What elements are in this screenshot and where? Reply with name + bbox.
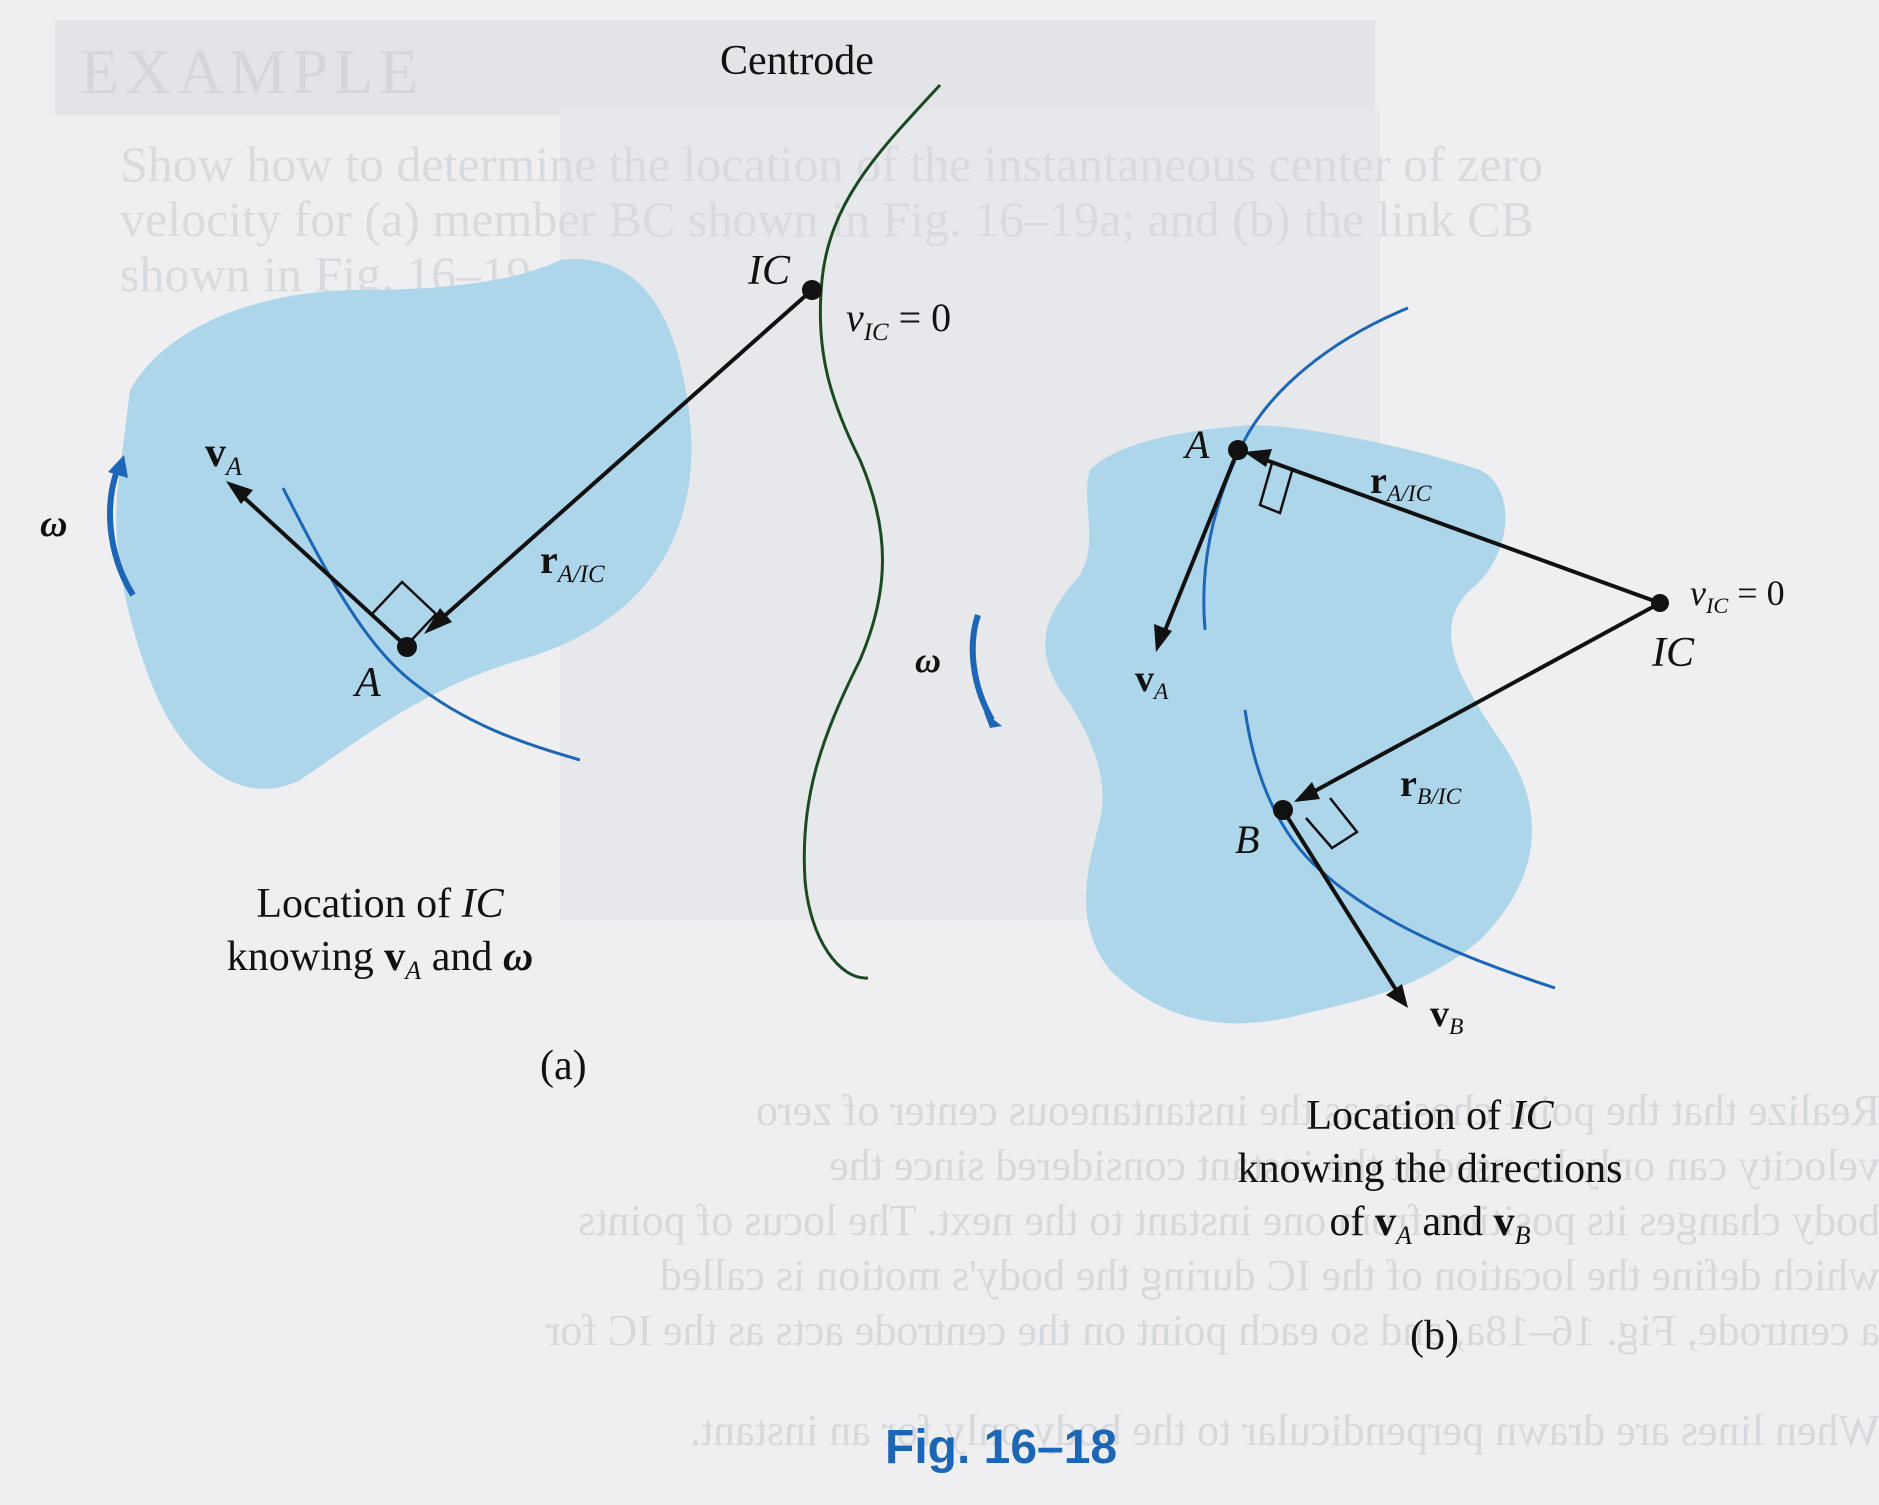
caption-b-line3: of vA and vB bbox=[1170, 1196, 1690, 1253]
caption-a-ic: IC bbox=[461, 881, 504, 927]
point-a-label-b: A bbox=[1185, 422, 1210, 467]
caption-b-v1-sub: A bbox=[1396, 1221, 1412, 1251]
v-ic-subscript: IC bbox=[863, 318, 889, 346]
v-ic-symbol: v bbox=[846, 295, 864, 340]
ghost-text-line: velocity for (a) member BC shown in Fig.… bbox=[120, 191, 1534, 247]
rigid-body-a bbox=[116, 259, 692, 789]
caption-b: Location of IC knowing the directions of… bbox=[1170, 1090, 1690, 1253]
centrode-label: Centrode bbox=[720, 38, 874, 84]
part-a-tag: (a) bbox=[540, 1043, 587, 1089]
v-b-label-b: vB bbox=[1430, 993, 1463, 1039]
caption-a-v: v bbox=[384, 934, 406, 980]
right-angle-a bbox=[371, 580, 438, 647]
v-ic-symbol-b: v bbox=[1690, 573, 1706, 613]
caption-b-text: Location of bbox=[1306, 1093, 1512, 1139]
v-a-arrowhead-b bbox=[1154, 624, 1172, 652]
point-a-dot-b bbox=[1228, 440, 1248, 460]
r-a-ic-line-b bbox=[1251, 453, 1661, 605]
point-a-dot-a bbox=[397, 637, 417, 657]
r-symbol-b2: r bbox=[1400, 763, 1417, 805]
r-a-ic-label-b: rA/IC bbox=[1370, 460, 1431, 506]
r-a-ic-subscript: A/IC bbox=[557, 560, 605, 588]
v-a-line-b bbox=[1160, 449, 1240, 639]
caption-b-line1: Location of IC bbox=[1170, 1090, 1690, 1143]
v-b-line-b bbox=[1281, 808, 1400, 995]
caption-b-of: of bbox=[1329, 1199, 1376, 1245]
caption-b-and: and bbox=[1411, 1199, 1494, 1245]
omega-arrow-a-head bbox=[108, 455, 128, 478]
caption-b-line2: knowing the directions bbox=[1237, 1146, 1623, 1192]
r-a-ic-subscript-b: A/IC bbox=[1386, 481, 1432, 508]
caption-b-v2-sub: B bbox=[1514, 1221, 1531, 1251]
v-a-subscript-b: A bbox=[1154, 679, 1169, 706]
v-a-line-a bbox=[236, 490, 409, 649]
caption-a-v-sub: A bbox=[405, 956, 422, 986]
v-a-symbol-b: v bbox=[1135, 658, 1154, 700]
r-a-ic-arrowhead-a bbox=[424, 608, 452, 634]
point-b-label-b: B bbox=[1235, 817, 1260, 862]
v-b-arrowhead-b bbox=[1386, 984, 1408, 1008]
caption-b-v1: v bbox=[1375, 1199, 1397, 1245]
caption-a-and: and bbox=[421, 934, 503, 980]
r-a-ic-label-a: rA/IC bbox=[540, 537, 605, 587]
r-symbol: r bbox=[540, 537, 558, 582]
v-ic-equals-b: = 0 bbox=[1728, 573, 1785, 613]
omega-arrow-a bbox=[107, 466, 136, 597]
r-b-ic-arrowhead-b bbox=[1294, 782, 1320, 802]
r-b-ic-subscript-b: B/IC bbox=[1416, 784, 1462, 811]
omega-label-a: ω bbox=[40, 503, 68, 545]
point-ic-dot-b bbox=[1651, 594, 1669, 612]
caption-a: Location of IC knowing vA and ω bbox=[170, 878, 590, 988]
v-ic-equals: = 0 bbox=[888, 295, 952, 340]
caption-a-omega: ω bbox=[502, 934, 534, 980]
v-b-symbol: v bbox=[1430, 993, 1449, 1035]
ic-label-a: IC bbox=[748, 248, 790, 294]
v-a-arrowhead-a bbox=[226, 481, 253, 504]
ghost-banner-text: EXAMPLE bbox=[80, 36, 425, 107]
point-b-dot-b bbox=[1273, 800, 1293, 820]
caption-a-line2: knowing vA and ω bbox=[170, 931, 590, 988]
r-a-ic-arrowhead-b bbox=[1244, 449, 1272, 467]
caption-a-line1: Location of IC bbox=[170, 878, 590, 931]
ghost-text-line: Show how to determine the location of th… bbox=[120, 136, 1544, 192]
v-ic-subscript-b: IC bbox=[1705, 592, 1729, 618]
omega-arrow-b bbox=[969, 614, 995, 722]
omega-label-b: ω bbox=[915, 640, 942, 680]
caption-a-knowing: knowing bbox=[226, 934, 385, 980]
figure-number: Fig. 16–18 bbox=[885, 1421, 1118, 1474]
r-b-ic-line-b bbox=[1301, 601, 1661, 800]
r-a-ic-line-a bbox=[430, 288, 814, 629]
centrode-curve bbox=[802, 83, 942, 980]
path-arc-a bbox=[281, 487, 581, 762]
caption-b-ic: IC bbox=[1511, 1093, 1554, 1139]
ic-label-b: IC bbox=[1652, 630, 1694, 676]
v-ic-label-a: vIC = 0 bbox=[846, 295, 952, 345]
caption-a-text: Location of bbox=[256, 881, 462, 927]
right-angle-a-b bbox=[1258, 462, 1294, 515]
ghost-example-banner bbox=[55, 20, 1375, 115]
rigid-body-b bbox=[1045, 425, 1533, 1024]
r-symbol-b: r bbox=[1370, 460, 1387, 502]
point-a-label-a: A bbox=[355, 660, 381, 706]
caption-b-v2: v bbox=[1493, 1199, 1515, 1245]
v-a-symbol: v bbox=[205, 430, 226, 476]
v-a-subscript: A bbox=[226, 452, 242, 482]
v-a-label-a: vA bbox=[205, 430, 242, 480]
part-b-tag: (b) bbox=[1410, 1313, 1459, 1359]
r-b-ic-label-b: rB/IC bbox=[1400, 763, 1461, 809]
point-ic-dot-a bbox=[802, 280, 822, 300]
right-angle-b-b bbox=[1305, 797, 1359, 850]
v-ic-label-b: vIC = 0 bbox=[1690, 573, 1785, 616]
omega-arrow-b-head bbox=[984, 712, 1002, 728]
v-a-label-b: vA bbox=[1135, 658, 1168, 704]
v-b-subscript: B bbox=[1449, 1014, 1464, 1041]
